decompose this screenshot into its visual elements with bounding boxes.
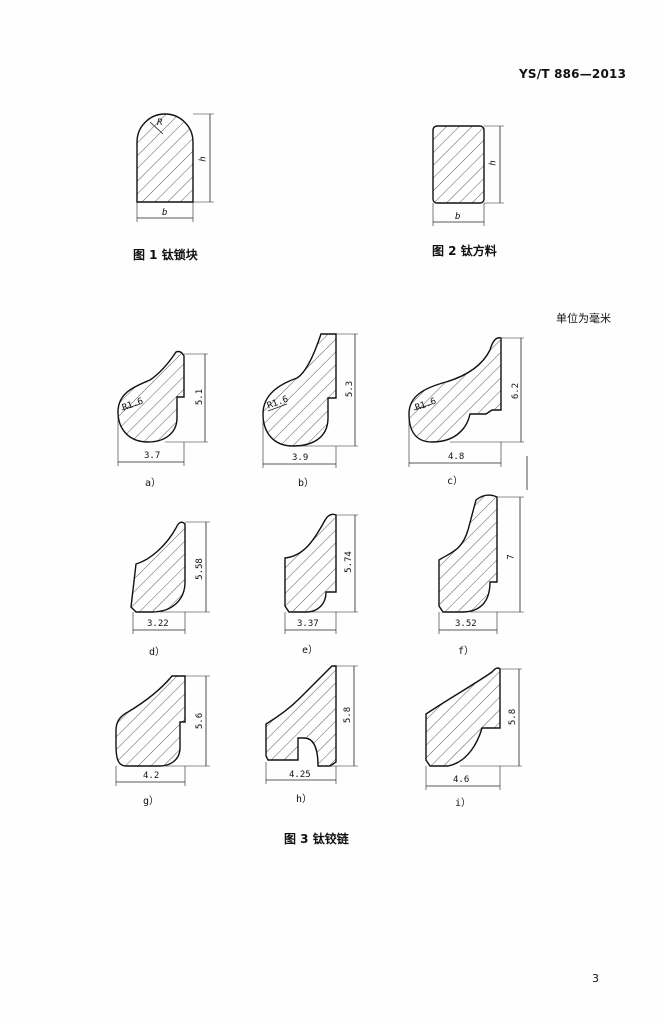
profile-i-drawing (425, 667, 522, 790)
profile-a-height: 5.1 (195, 388, 206, 406)
profile-h-drawing (265, 665, 358, 784)
profile-f-width: 3.52 (455, 619, 477, 629)
radius-leader (149, 121, 164, 135)
fig1-radius-label: R (157, 118, 163, 128)
profile-b-width: 3.9 (292, 453, 309, 463)
profile-a-label: a） (145, 478, 162, 489)
fig2-height-label: h (488, 160, 499, 166)
profile-d-drawing (130, 521, 210, 634)
profile-g-height: 5.6 (195, 712, 206, 730)
profile-f-label: f） (458, 646, 475, 657)
profile-g-width: 4.2 (143, 771, 160, 781)
profile-c-width: 4.8 (448, 452, 465, 462)
page-number: 3 (592, 972, 599, 985)
unit-note: 单位为毫米 (556, 312, 611, 325)
profile-h-width: 4.25 (289, 770, 311, 780)
figure1-lock-block-drawing (136, 113, 214, 222)
profile-f-height: 7 (506, 554, 517, 560)
profile-e-width: 3.37 (297, 619, 319, 629)
profile-d-label: d） (149, 647, 166, 658)
figure2-caption: 图 2 钛方料 (432, 244, 497, 258)
profile-d-height: 5.58 (194, 558, 205, 580)
figure2-square-bar-drawing (432, 125, 504, 226)
profile-h-label: h） (296, 794, 313, 805)
profile-g-drawing (115, 675, 210, 786)
profile-c-height: 6.2 (511, 382, 522, 400)
figure1-caption: 图 1 钛锁块 (133, 248, 198, 262)
profile-c-drawing (408, 337, 524, 467)
profile-i-width: 4.6 (453, 775, 470, 785)
profile-f-drawing (438, 494, 524, 634)
profile-c-label: c） (447, 476, 464, 487)
profile-a-drawing (117, 350, 208, 466)
profile-d-width: 3.22 (147, 619, 169, 629)
profile-b-height: 5.3 (345, 380, 356, 398)
profile-i-height: 5.8 (508, 708, 519, 726)
standard-number: YS/T 886—2013 (519, 67, 627, 81)
fig2-width-label: b (455, 212, 461, 222)
square-bar-outline (432, 125, 485, 204)
profile-e-height: 5.74 (343, 551, 354, 573)
profile-e-label: e） (302, 645, 319, 656)
figure3-caption: 图 3 钛铰链 (284, 832, 349, 846)
profile-h-height: 5.8 (343, 706, 354, 724)
profile-b-drawing (262, 333, 358, 468)
fig1-height-label: h (198, 156, 209, 162)
lock-block-outline (136, 113, 194, 203)
profile-e-drawing (284, 513, 358, 634)
profile-g-label: g） (143, 796, 160, 807)
profile-a-width: 3.7 (144, 451, 161, 461)
profile-i-label: i） (455, 798, 472, 809)
profile-b-label: b） (298, 478, 315, 489)
fig1-width-label: b (162, 208, 168, 218)
